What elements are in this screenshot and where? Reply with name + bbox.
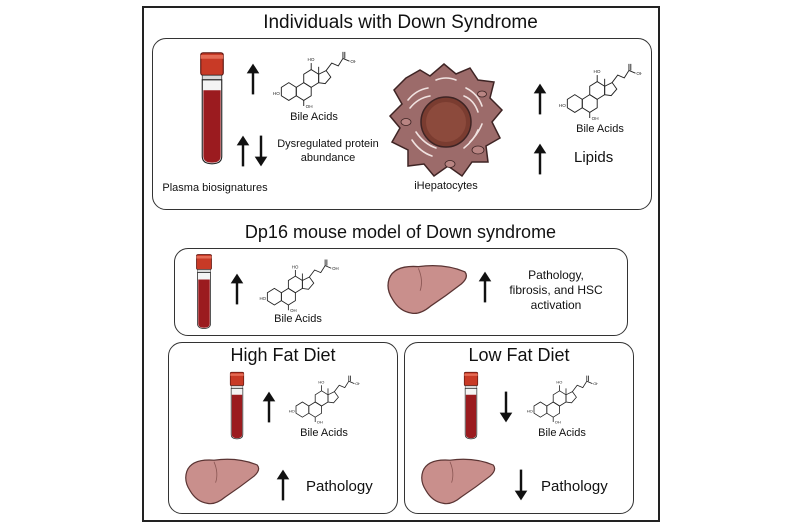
up-arrow-icon [230,272,244,306]
high-fat-bile-acids-label: Bile Acids [300,427,348,439]
mouse-bile-acids-label: Bile Acids [274,313,322,325]
low-fat-pathology-label: Pathology [541,478,608,495]
up-arrow-icon [262,390,276,424]
page-title: Individuals with Down Syndrome [263,12,538,33]
liver-icon [421,458,496,505]
down-arrow-icon [514,468,528,502]
high-fat-panel [168,342,398,514]
protein-label-line-2: abundance [300,152,356,164]
up-arrow-icon [478,270,492,304]
blood-tube-icon [200,52,224,165]
down-arrow-icon [499,390,513,424]
liver-icon [185,458,260,505]
human-panel [152,38,652,210]
low-fat-title: Low Fat Diet [468,345,570,365]
plasma-label: Plasma biosignatures [162,182,268,194]
blood-tube-icon [229,371,245,440]
bile-acid-molecule-icon [558,63,642,120]
mouse-pathology-line-3: activation [530,298,582,312]
mouse-section-title: Dp16 mouse model of Down syndrome [244,222,557,242]
bile-acid-molecule-icon [526,375,598,424]
low-fat-bile-acids-label: Bile Acids [538,427,586,439]
liver-icon [387,264,468,315]
lipids-label: Lipids [574,149,614,166]
up-arrow-icon [276,468,290,502]
blood-tube-icon [196,254,212,329]
bile-acids-label: Bile Acids [290,111,338,123]
up-arrow-icon [246,62,260,96]
blood-tube-icon [463,371,479,440]
hep-bile-acids-label: Bile Acids [576,123,624,135]
up-arrow-icon [236,134,250,168]
protein-label-line-1: Dysregulated protein [277,138,379,150]
hepatocyte-cell-icon [388,63,504,178]
low-fat-panel [404,342,634,514]
mouse-panel [174,248,628,336]
mouse-pathology-line-1: Pathology, [528,268,584,282]
bile-acid-molecule-icon [288,375,360,424]
hepatocytes-label: iHepatocytes [414,180,478,192]
up-arrow-icon [533,142,547,176]
high-fat-title: High Fat Diet [230,345,336,365]
up-arrow-icon [533,82,547,116]
bile-acid-molecule-icon [259,259,340,312]
bile-acid-molecule-icon [272,51,356,108]
mouse-pathology-line-2: fibrosis, and HSC [509,283,603,297]
high-fat-pathology-label: Pathology [306,478,373,495]
down-arrow-icon [254,134,268,168]
